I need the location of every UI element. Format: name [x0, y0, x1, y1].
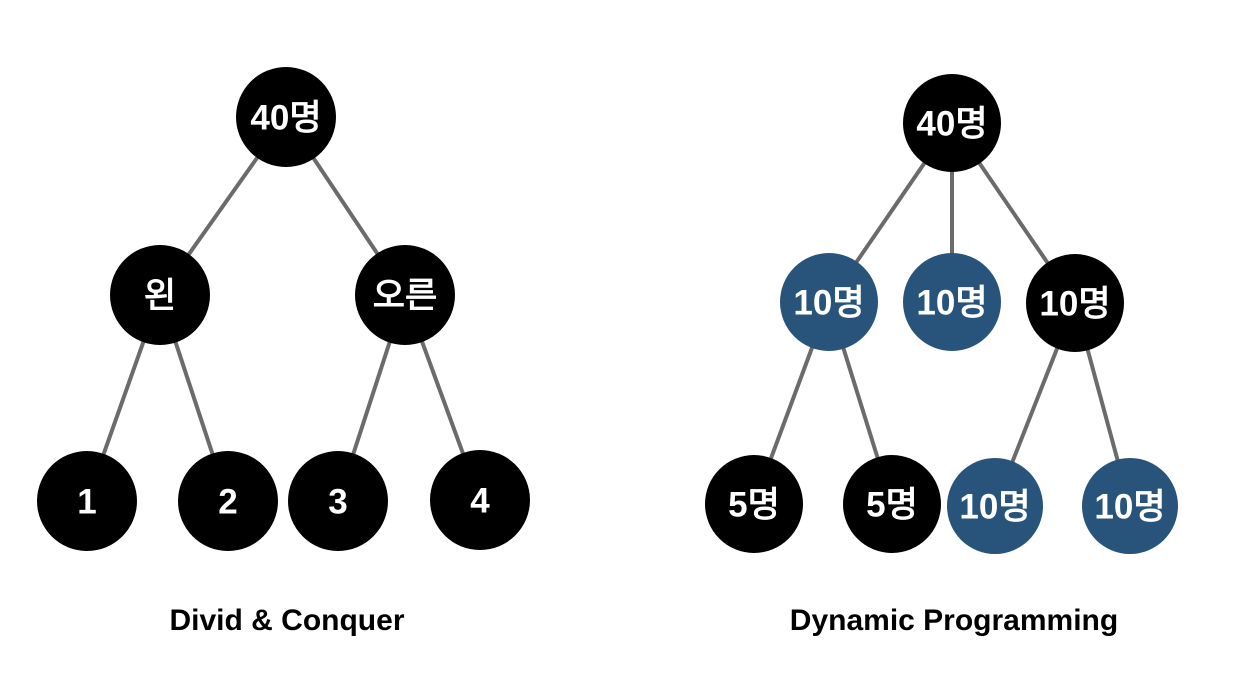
tree-node-leaf3: 10명	[947, 458, 1043, 554]
node-label: 3	[328, 482, 347, 521]
node-circle	[288, 451, 388, 551]
tree-node-leaf2: 5명	[843, 455, 941, 553]
node-label: 10명	[793, 283, 864, 322]
tree-node-right: 오른	[355, 245, 455, 345]
tree-node-leaf4: 10명	[1082, 458, 1178, 554]
tree-node-leaf4: 4	[430, 450, 530, 550]
node-label: 오른	[373, 276, 437, 315]
node-circle	[37, 451, 137, 551]
node-label: 왼	[144, 276, 176, 315]
node-circle	[1082, 458, 1178, 554]
node-circle	[430, 450, 530, 550]
node-label: 10명	[1094, 487, 1165, 526]
node-label: 40명	[250, 98, 321, 137]
tree-node-leaf1: 5명	[705, 455, 803, 553]
tree-node-child2: 10명	[903, 253, 1001, 351]
tree-node-child1: 10명	[780, 253, 878, 351]
node-circle	[178, 451, 278, 551]
dp-tree-title: Dynamic Programming	[789, 604, 1119, 637]
node-label: 5명	[728, 485, 780, 524]
node-label: 10명	[916, 283, 987, 322]
node-label: 2	[218, 482, 237, 521]
tree-node-leaf2: 2	[178, 451, 278, 551]
tree-node-leaf3: 3	[288, 451, 388, 551]
tree-node-child3: 10명	[1026, 254, 1124, 352]
tree-node-left: 왼	[110, 245, 210, 345]
divide-tree: 40명 왼 오른 1 2 3	[37, 67, 530, 551]
tree-node-root: 40명	[903, 74, 1001, 172]
node-label: 1	[77, 482, 96, 521]
node-circle	[1026, 254, 1124, 352]
tree-node-leaf1: 1	[37, 451, 137, 551]
node-circle	[947, 458, 1043, 554]
node-label: 10명	[1039, 284, 1110, 323]
node-label: 10명	[959, 487, 1030, 526]
node-circle	[903, 253, 1001, 351]
node-circle	[355, 245, 455, 345]
node-circle	[780, 253, 878, 351]
node-circle	[110, 245, 210, 345]
node-label: 4	[470, 481, 490, 520]
node-circle	[705, 455, 803, 553]
tree-node-root: 40명	[236, 67, 336, 167]
node-circle	[236, 67, 336, 167]
node-label: 5명	[866, 485, 918, 524]
divide-tree-title: Divid & Conquer	[169, 604, 405, 637]
node-label: 40명	[916, 104, 987, 143]
node-circle	[903, 74, 1001, 172]
node-circle	[843, 455, 941, 553]
dp-tree: 40명 10명 10명 10명 5명 5명	[705, 74, 1178, 554]
